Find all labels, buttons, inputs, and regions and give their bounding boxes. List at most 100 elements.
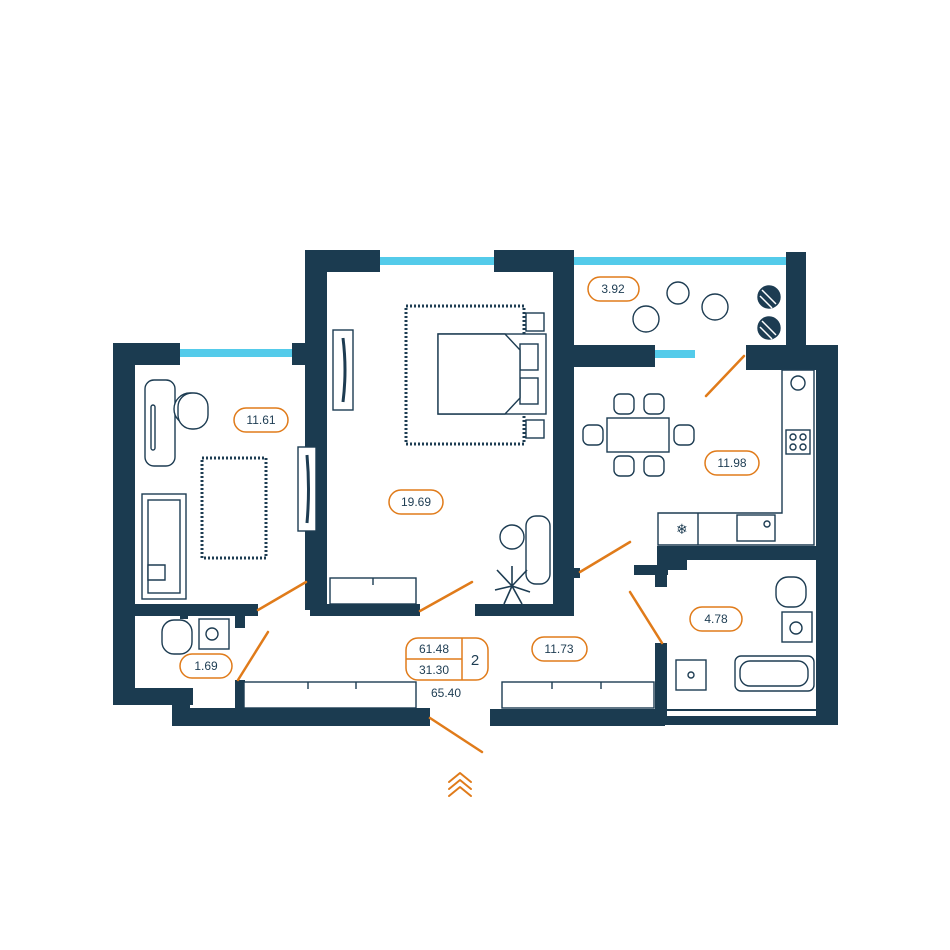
wall xyxy=(655,643,667,713)
wall xyxy=(657,546,838,560)
blanket xyxy=(437,333,521,415)
window xyxy=(667,711,816,716)
nightstand xyxy=(525,419,545,439)
rug xyxy=(200,456,268,560)
burner xyxy=(789,433,797,441)
chair-back xyxy=(177,392,209,430)
wall xyxy=(657,560,687,570)
nightstand xyxy=(525,312,545,332)
side-table xyxy=(499,524,525,550)
pillow xyxy=(519,343,539,371)
area-badge xyxy=(704,450,760,476)
wardrobe-hanger xyxy=(305,454,310,524)
door xyxy=(236,630,270,682)
pillow xyxy=(519,377,539,405)
area-badge xyxy=(587,276,640,302)
sink xyxy=(736,514,776,542)
wall xyxy=(553,345,655,367)
washing-machine-drum xyxy=(687,671,695,679)
door xyxy=(428,716,484,754)
wall xyxy=(235,604,245,628)
hall-wardrobe xyxy=(243,681,417,709)
door xyxy=(628,590,664,645)
washbasin-drain xyxy=(789,621,803,635)
area-badge xyxy=(388,489,444,515)
furniture: ❄ xyxy=(141,281,815,709)
blanket-fold xyxy=(147,564,166,581)
room-count: 2 xyxy=(471,652,479,669)
toilet-bowl xyxy=(161,619,193,655)
sink-round xyxy=(790,375,806,391)
room-area-toilet: 1.69 xyxy=(194,659,218,673)
wall xyxy=(113,343,135,705)
burner xyxy=(789,443,797,451)
door xyxy=(256,580,308,612)
door xyxy=(704,354,746,398)
area-badge xyxy=(233,407,289,433)
faucet xyxy=(763,520,771,528)
wall xyxy=(816,345,838,725)
chair xyxy=(701,293,729,321)
entrance-chevrons-icon xyxy=(448,772,472,797)
door xyxy=(578,540,632,574)
wall xyxy=(786,252,806,370)
wall xyxy=(113,604,258,616)
chair xyxy=(643,455,665,477)
wall xyxy=(235,680,245,710)
wall xyxy=(553,250,574,612)
wall xyxy=(305,250,327,610)
chair xyxy=(582,424,604,446)
desk xyxy=(144,379,176,467)
washbasin-drain xyxy=(205,627,219,641)
chair xyxy=(613,393,635,415)
window xyxy=(380,257,494,265)
area-badge xyxy=(531,636,588,662)
wall xyxy=(568,568,580,578)
apartment-summary: 61.48 31.30 2 65.40 xyxy=(405,637,489,700)
plant-icon xyxy=(494,566,531,605)
wardrobe-hanger xyxy=(341,337,347,403)
rooms-area: 31.30 xyxy=(419,663,449,677)
room-area-hall: 11.73 xyxy=(544,642,573,656)
desk-edge xyxy=(150,404,156,451)
chair xyxy=(632,305,660,333)
room-area-bedroom: 19.69 xyxy=(401,495,431,509)
wall xyxy=(180,616,188,619)
door xyxy=(418,580,474,613)
wall xyxy=(475,604,574,616)
dining-table xyxy=(606,417,670,453)
sofa xyxy=(525,515,551,585)
chair xyxy=(666,281,690,305)
room-area-balcony: 3.92 xyxy=(601,282,625,296)
toilet-bowl xyxy=(775,576,807,608)
cooktop xyxy=(785,429,811,455)
window xyxy=(180,349,292,357)
hall-wardrobe xyxy=(501,681,655,709)
chair xyxy=(613,455,635,477)
wall xyxy=(113,343,180,365)
room-area-left: 11.61 xyxy=(246,413,275,427)
windows xyxy=(180,257,816,716)
total-area: 65.40 xyxy=(431,686,461,700)
wall xyxy=(634,565,668,575)
chair xyxy=(673,424,695,446)
area-badge xyxy=(689,606,743,632)
wall xyxy=(310,604,420,616)
room-area-bathroom: 4.78 xyxy=(704,612,728,626)
area-labels: 11.61 19.69 3.92 11.98 4.78 1.69 11.73 xyxy=(179,276,760,679)
wall xyxy=(172,708,430,726)
burner xyxy=(799,443,807,451)
living-area: 61.48 xyxy=(419,642,449,656)
wall xyxy=(490,709,665,726)
bathtub-inner xyxy=(739,660,809,687)
window xyxy=(574,257,786,265)
burner xyxy=(799,433,807,441)
wall xyxy=(305,250,380,272)
wall xyxy=(655,565,667,587)
window xyxy=(655,350,695,358)
doors xyxy=(236,354,746,754)
chair xyxy=(643,393,665,415)
area-badge xyxy=(179,653,233,679)
snowflake-icon: ❄ xyxy=(676,522,688,538)
